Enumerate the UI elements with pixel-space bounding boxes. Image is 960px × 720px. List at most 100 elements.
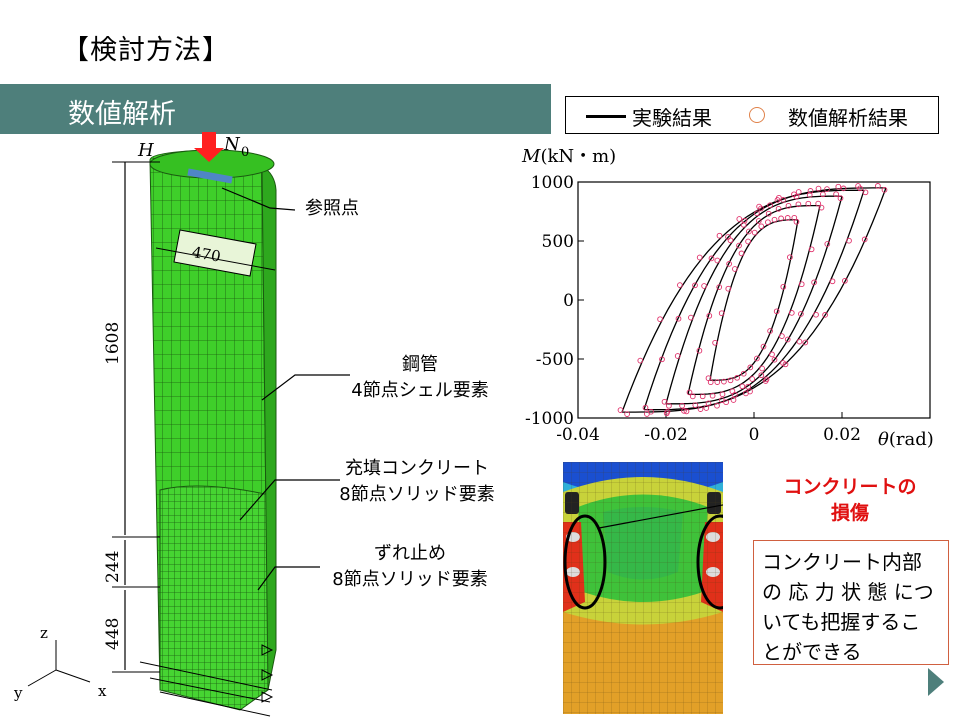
analysis-marker (719, 391, 726, 398)
analysis-marker (782, 361, 789, 368)
analysis-marker (688, 314, 694, 321)
analysis-marker (747, 364, 754, 371)
next-slide-icon[interactable] (928, 668, 944, 696)
analysis-marker (707, 379, 714, 386)
analysis-marker (811, 279, 817, 286)
concrete-label-line1: 充填コンクリート (345, 458, 489, 479)
analysis-marker (716, 232, 723, 239)
y-tick-label: -1000 (525, 409, 574, 429)
analysis-marker (736, 216, 743, 222)
plot-frame (577, 181, 931, 419)
analysis-marker (773, 308, 780, 315)
chart-legend: 実験結果 数値解析結果 (565, 96, 939, 134)
analysis-marker (706, 312, 713, 319)
analysis-marker (726, 261, 732, 267)
label-n-sub: 0 (241, 145, 249, 160)
concrete-damage-label: コンクリートの 損傷 (770, 474, 930, 526)
fe-model-figure: H N 0 470 1608 244 448 z y x (13, 132, 350, 717)
analysis-marker (675, 315, 682, 322)
analysis-marker (842, 277, 848, 284)
slide-title: 【検討方法】 (62, 35, 230, 66)
stopper-label: ずれ止め 8節点ソリッド要素 (320, 541, 500, 593)
analysis-marker (739, 383, 746, 390)
legend-circle-swatch (749, 107, 765, 123)
analysis-marker (738, 250, 745, 257)
stress-contour-figure (563, 462, 723, 714)
analysis-marker (835, 183, 842, 190)
axis-y-label: y (13, 684, 23, 702)
analysis-marker (840, 185, 847, 192)
note-line2: の 応 力 状 態 につ (762, 580, 934, 604)
analysis-marker (721, 378, 727, 385)
analysis-marker (749, 376, 756, 382)
analysis-marker (644, 411, 650, 417)
analysis-marker (624, 411, 630, 417)
note-line1: コンクリート内部 (762, 550, 922, 574)
analysis-marker (771, 216, 778, 223)
note-box: コンクリート内部 の 応 力 状 態 につ いても把握するこ とができる (753, 540, 949, 665)
analysis-marker (875, 183, 881, 189)
analysis-marker (689, 393, 696, 400)
dim-total-label: 1608 (103, 322, 123, 365)
analysis-marker (617, 407, 624, 413)
analysis-marker (837, 195, 844, 202)
analysis-marker (701, 283, 707, 289)
analysis-marker (716, 284, 723, 290)
analysis-marker (791, 191, 797, 198)
analysis-marker (751, 229, 758, 236)
analysis-marker (674, 353, 681, 359)
analysis-marker (779, 333, 785, 339)
analysis-marker (769, 351, 775, 358)
y-tick-label: 1000 (531, 173, 574, 193)
section-title: 数値解析 (68, 99, 176, 130)
section-header-bar (0, 84, 551, 134)
analysis-marker (846, 237, 852, 244)
analysis-marker (775, 205, 782, 212)
analysis-marker (677, 282, 683, 288)
x-tick-label: 0 (749, 425, 760, 445)
analysis-marker (771, 356, 778, 363)
analysis-marker (745, 238, 751, 245)
analysis-marker (648, 408, 654, 415)
analysis-marker (730, 397, 737, 403)
steel-pipe-label-line2: 4節点シェル要素 (351, 380, 489, 401)
analysis-marker (679, 402, 685, 409)
analysis-marker (759, 365, 765, 372)
analysis-marker (659, 356, 665, 363)
analysis-marker (862, 189, 869, 196)
x-axis-label: θ(rad) (878, 429, 934, 450)
analysis-marker (703, 405, 710, 411)
analysis-marker (754, 210, 760, 217)
analysis-marker (780, 283, 787, 290)
diameter-label: 470 (191, 243, 222, 266)
analysis-marker (736, 242, 742, 249)
analysis-marker (788, 310, 795, 316)
analysis-marker (727, 377, 734, 384)
analysis-marker (833, 191, 839, 198)
analysis-marker (802, 339, 809, 346)
analysis-marker (861, 236, 868, 243)
analysis-marker (696, 347, 703, 354)
analysis-marker (734, 374, 740, 381)
analysis-marker (740, 370, 747, 377)
analysis-marker (758, 205, 764, 212)
analysis-marker (758, 223, 765, 230)
analysis-marker (657, 316, 663, 323)
reference-point-label: 参照点 (305, 198, 359, 219)
experiment-loop-line (688, 205, 821, 396)
analysis-marker (692, 402, 699, 408)
analysis-marker (709, 392, 716, 399)
analysis-marker (712, 339, 718, 346)
analysis-marker (813, 311, 819, 318)
y-tick-label: 0 (563, 291, 574, 311)
analysis-marker (765, 210, 772, 217)
analysis-marker (725, 285, 732, 292)
stopper-label-line2: 8節点ソリッド要素 (332, 569, 488, 590)
analysis-marker (692, 282, 698, 289)
legend-analysis-label: 数値解析結果 (788, 106, 908, 130)
analysis-marker (663, 410, 670, 417)
analysis-marker (780, 197, 787, 203)
analysis-marker (705, 400, 712, 407)
